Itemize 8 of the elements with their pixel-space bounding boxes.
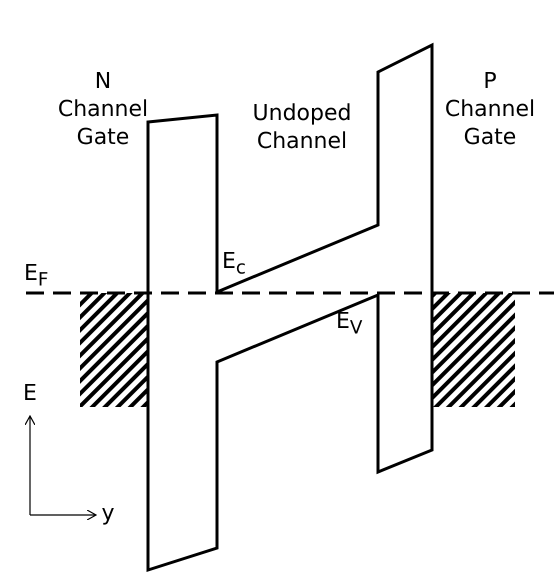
energy-label: E$_{c}$ [222, 248, 247, 280]
energy-label: E$_{V}$ [336, 308, 364, 340]
region-label: P Channel Gate [444, 68, 536, 152]
axis-label: y [100, 500, 116, 528]
region-label: N Channel Gate [56, 68, 150, 152]
region-label: Undoped Channel [252, 100, 352, 156]
energy-label: E$_{F}$ [24, 260, 50, 292]
axis-label: E [22, 380, 38, 408]
